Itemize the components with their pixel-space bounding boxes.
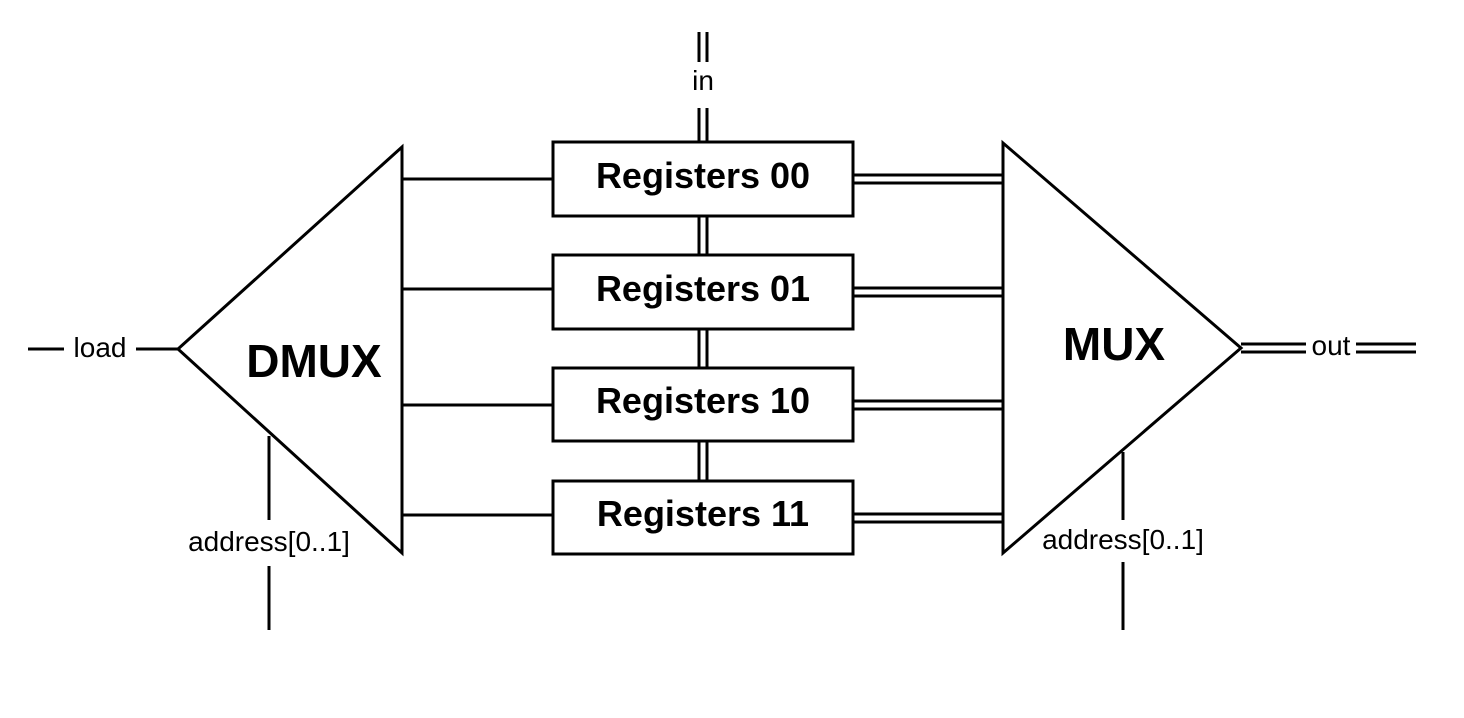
register-01-label: Registers 01 [596,268,810,309]
register-00: Registers 00 [551,140,855,218]
mux-block [1001,139,1244,557]
in-bus [697,32,709,142]
register-outputs [853,173,1003,524]
mux-address-label: address[0..1] [1042,524,1204,555]
register-11-label: Registers 11 [597,493,809,534]
out-bus [1241,342,1416,354]
register-10: Registers 10 [551,366,855,443]
register-00-label: Registers 00 [596,155,810,196]
load-label: load [74,332,127,363]
register-11: Registers 11 [551,479,855,556]
out-label: out [1312,330,1351,361]
dmux-block [175,143,404,557]
register-01: Registers 01 [551,253,855,331]
register-10-label: Registers 10 [596,380,810,421]
in-label: in [692,65,714,96]
dmux-label: DMUX [246,335,382,387]
dmux-address-label: address[0..1] [188,526,350,557]
register-chain-bus [697,216,709,481]
mux-label: MUX [1063,318,1166,370]
dmux-outputs [402,177,553,517]
